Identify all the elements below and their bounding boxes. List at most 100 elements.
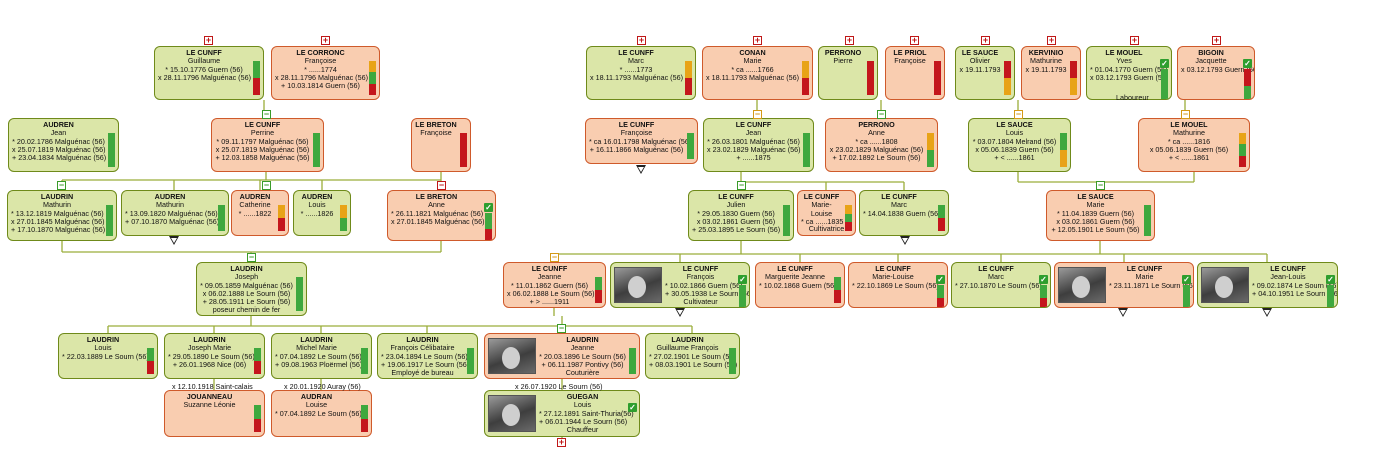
person-surname: LAUDRIN [671,335,704,344]
collapse-toggle[interactable]: − [737,180,746,190]
expand-descendants-arrow-icon[interactable] [636,165,646,174]
expand-descendants-arrow-icon[interactable] [900,236,910,245]
person-event-line: Chauffeur [566,425,599,435]
expand-descendants-arrow-icon[interactable] [1118,308,1128,317]
collapse-toggle[interactable]: − [1181,109,1190,119]
status-bar-green [340,218,347,231]
person-event-line: + < ......1861 [1168,153,1210,163]
person-event-line: x 06.02.1888 Le Sourn (56) [507,288,595,298]
expand-ancestors-toggle[interactable]: + [845,35,854,45]
source-status-bars [938,205,945,231]
person-event-line: + 10.03.1814 Guern (56) [281,81,360,91]
person-event-line: Cultivateur [683,297,718,307]
person-surname: LE BRETON [415,120,457,129]
person-given-name: Marie [743,56,762,66]
person-surname: LE PRIOL [893,48,927,57]
collapse-toggle[interactable]: − [1096,180,1105,190]
collapse-toggle[interactable]: − [550,252,559,262]
person-surname: LE CUNFF [244,120,281,129]
person-given-name: Julien [726,200,746,210]
collapse-toggle[interactable]: − [1014,109,1023,119]
expand-descendants-arrow-icon[interactable] [169,236,179,245]
collapse-toggle[interactable]: − [877,109,886,119]
expand-ancestors-toggle[interactable]: + [321,35,330,45]
person-event-line: * 07.04.1892 Le Sourn (56) [275,408,362,418]
expand-ancestors-toggle[interactable]: + [204,35,213,45]
expand-descendants-arrow-icon[interactable] [675,308,685,317]
collapse-toggle[interactable]: − [557,323,566,333]
expand-descendants-arrow-icon[interactable] [1262,308,1272,317]
expand-ancestors-toggle[interactable]: + [1212,35,1221,45]
person-event-line: x 18.11.1793 Malguénac (56) [590,72,683,82]
status-bar-green [106,205,113,221]
person-given-name: Marc [891,200,907,210]
source-status-bars [467,348,474,374]
expand-descendants-toggle[interactable]: + [557,437,566,447]
expand-ancestors-toggle[interactable]: + [753,35,762,45]
collapse-toggle[interactable]: − [437,180,446,190]
collapse-toggle[interactable]: − [262,180,271,190]
source-status-bars [1161,69,1168,99]
collapse-toggle[interactable]: − [753,109,762,119]
expand-ancestors-toggle[interactable]: + [1047,35,1056,45]
status-bar-green [218,205,225,218]
person-surname: LE CUNFF [978,264,1014,273]
expand-ancestors-toggle[interactable]: + [1130,35,1139,45]
expand-ancestors-toggle[interactable]: + [910,35,919,45]
expand-ancestors-toggle[interactable]: + [637,35,646,45]
person-event-line: x 28.11.1796 Malguénac (56) [275,72,368,82]
collapse-toggle[interactable]: − [247,252,256,262]
expand-ancestors-toggle[interactable]: + [981,35,990,45]
person-surname: AUDREN [154,192,186,201]
person-event-line: + 25.03.1895 Le Sourn (56) [692,225,781,235]
collapse-toggle[interactable]: − [262,109,271,119]
collapse-toggle[interactable]: − [57,180,66,190]
marriage-label: x 20.01.1920 Auray (56) [284,382,361,391]
person-event-line: * 09.11.1797 Malguénac (56) [216,136,309,146]
